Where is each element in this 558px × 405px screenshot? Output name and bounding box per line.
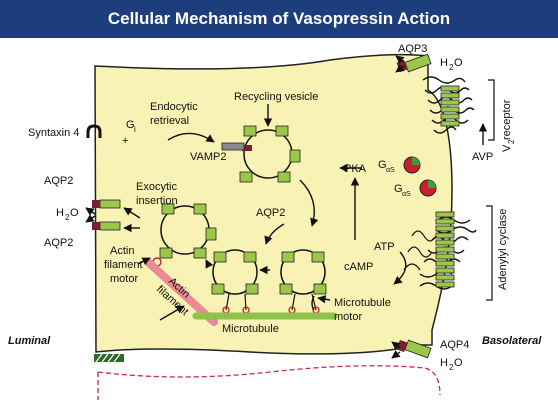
svg-text:receptor: receptor bbox=[501, 99, 513, 140]
aqp2-membrane-channel-top bbox=[92, 199, 121, 209]
transport-vesicle-2 bbox=[279, 249, 327, 295]
label-actin-motor-2: filament bbox=[104, 259, 143, 271]
transport-vesicle-1 bbox=[211, 249, 259, 295]
label-syntaxin4: Syntaxin 4 bbox=[28, 127, 79, 139]
label-actin-motor-3: motor bbox=[110, 273, 138, 285]
vasopressin-diagram: AQP3 H 2 O V 2 receptor AVP G αS G αS Ad… bbox=[0, 38, 558, 400]
svg-text:αS: αS bbox=[386, 167, 395, 174]
syntaxin4-icon bbox=[86, 124, 102, 138]
label-aqp3: AQP3 bbox=[398, 43, 427, 55]
actin-filament bbox=[144, 258, 218, 326]
label-basolateral: Basolateral bbox=[482, 335, 542, 347]
label-microtubule-motor-1: Microtubule bbox=[334, 297, 391, 309]
svg-text:2: 2 bbox=[449, 363, 454, 372]
svg-text:O: O bbox=[454, 57, 463, 69]
svg-text:+: + bbox=[122, 135, 128, 147]
basolateral-channels-top bbox=[440, 85, 460, 127]
svg-text:O: O bbox=[70, 207, 79, 219]
svg-text:H: H bbox=[440, 57, 448, 69]
label-atp: ATP bbox=[374, 241, 395, 253]
exocytic-vesicle bbox=[159, 203, 217, 259]
svg-text:G: G bbox=[394, 183, 403, 195]
svg-text:V: V bbox=[501, 144, 513, 152]
label-h2o-top: H 2 O bbox=[440, 57, 463, 72]
svg-text:2: 2 bbox=[449, 63, 454, 72]
vamp2-marker bbox=[221, 142, 245, 151]
label-h2o-bottom: H 2 O bbox=[440, 357, 463, 372]
svg-text:G: G bbox=[126, 119, 135, 131]
label-v2-receptor: V 2 receptor bbox=[501, 99, 516, 152]
label-gas-2: G αS bbox=[394, 183, 411, 198]
svg-text:2: 2 bbox=[65, 213, 70, 222]
svg-text:H: H bbox=[56, 207, 64, 219]
label-luminal: Luminal bbox=[8, 335, 51, 347]
label-aqp4: AQP4 bbox=[440, 339, 469, 351]
adjacent-cell-outline bbox=[97, 365, 441, 396]
label-insertion: insertion bbox=[136, 195, 178, 207]
label-aqp2-vesicle: AQP2 bbox=[256, 207, 285, 219]
label-microtubule-motor-2: motor bbox=[334, 311, 362, 323]
svg-text:αS: αS bbox=[402, 191, 411, 198]
svg-text:2: 2 bbox=[507, 139, 516, 144]
label-microtubule: Microtubule bbox=[222, 323, 279, 335]
label-h2o-luminal: H 2 O bbox=[56, 207, 79, 222]
label-endocytic: Endocytic bbox=[150, 101, 198, 113]
process-arrows bbox=[85, 55, 488, 359]
label-actin-motor-1: Actin bbox=[110, 245, 134, 257]
label-exocytic: Exocytic bbox=[136, 181, 177, 193]
label-retrieval: retrieval bbox=[150, 115, 189, 127]
g-alpha-s-protein-1 bbox=[403, 156, 421, 174]
aqp2-membrane-channel-bottom bbox=[92, 221, 121, 231]
label-recycling-vesicle: Recycling vesicle bbox=[234, 91, 318, 103]
svg-text:i: i bbox=[134, 125, 136, 134]
label-gas-1: G αS bbox=[378, 159, 395, 174]
label-gi: G i + bbox=[122, 119, 136, 147]
cell-body bbox=[94, 53, 453, 355]
diagram-title: Cellular Mechanism of Vasopressin Action bbox=[0, 0, 558, 38]
label-adenylyl-cyclase: Adenylyl cyclase bbox=[497, 209, 509, 290]
g-alpha-s-protein-2 bbox=[419, 179, 437, 197]
tight-junction bbox=[94, 353, 124, 363]
svg-text:H: H bbox=[440, 357, 448, 369]
label-pka: PKA bbox=[344, 163, 367, 175]
label-avp: AVP bbox=[472, 151, 493, 163]
label-camp: cAMP bbox=[344, 261, 373, 273]
recycling-vesicle bbox=[239, 125, 301, 183]
svg-text:G: G bbox=[378, 159, 387, 171]
label-aqp2-top: AQP2 bbox=[44, 175, 73, 187]
label-aqp2-bottom: AQP2 bbox=[44, 237, 73, 249]
label-vamp2: VAMP2 bbox=[190, 151, 226, 163]
svg-text:O: O bbox=[454, 357, 463, 369]
basolateral-channels-bottom bbox=[435, 211, 455, 288]
